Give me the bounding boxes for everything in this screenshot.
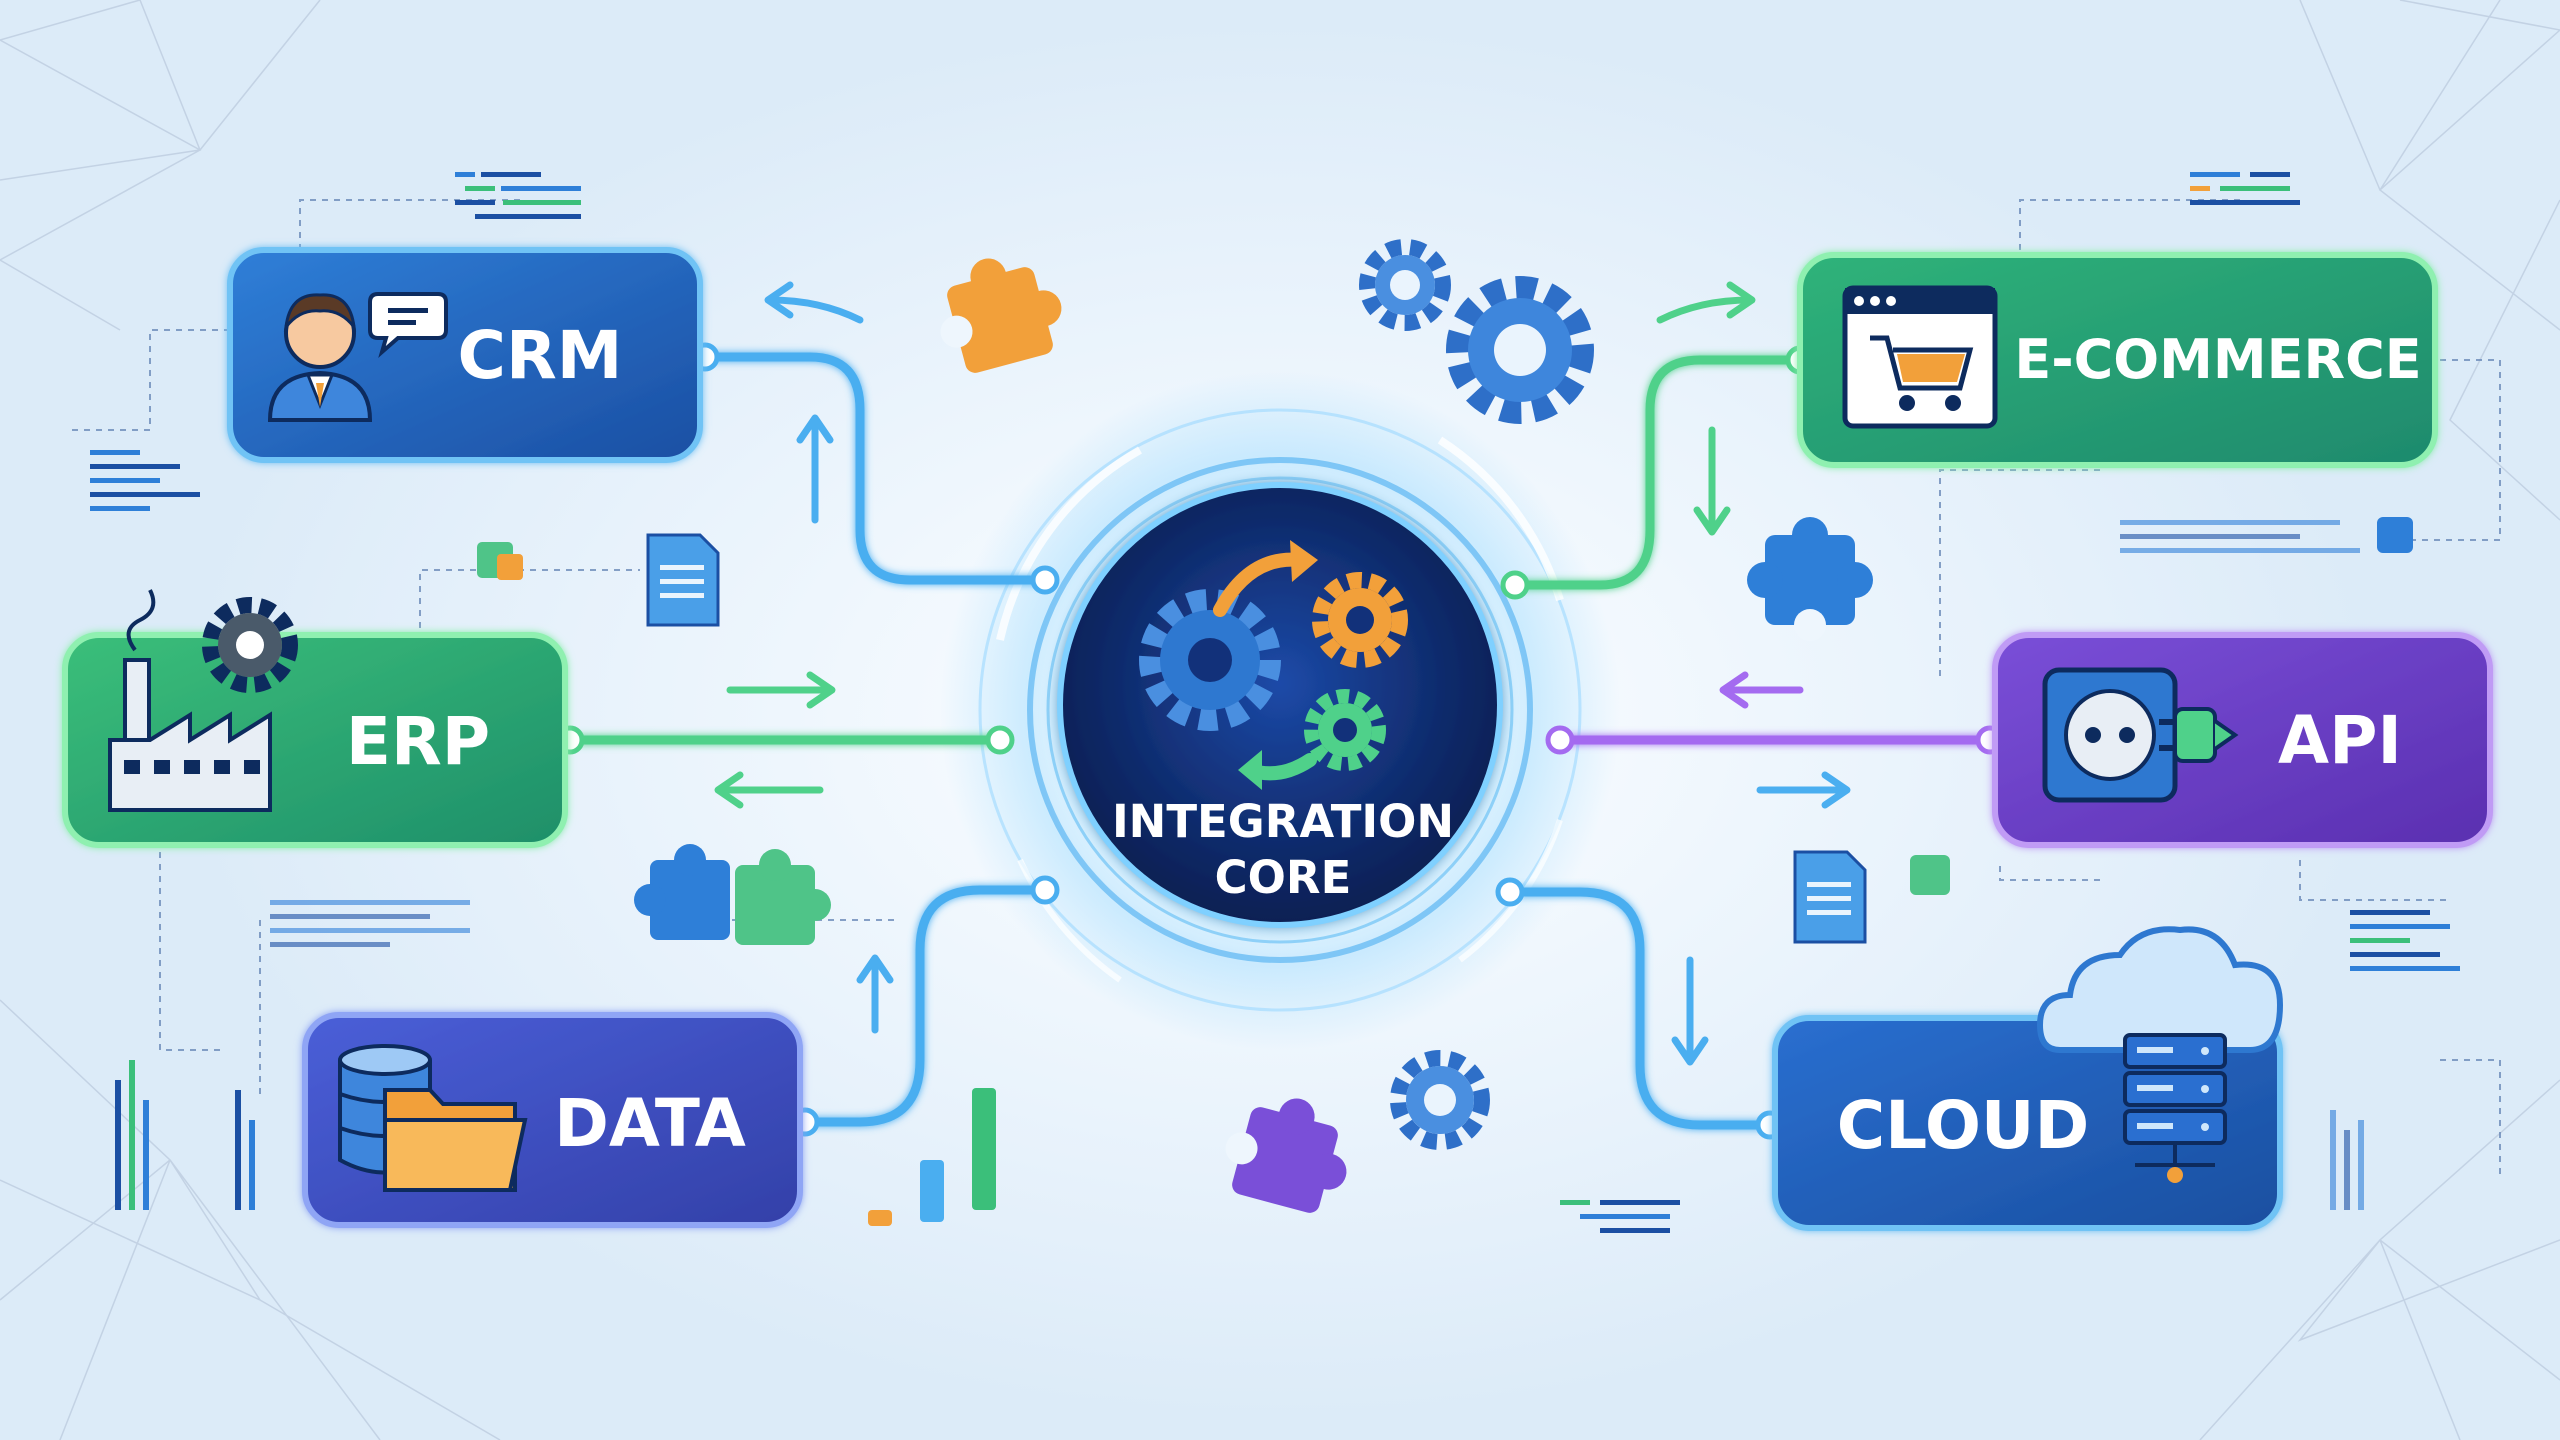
node-ecommerce-label: E-COMMERCE xyxy=(2014,328,2421,391)
puzzle-icon xyxy=(735,849,831,945)
gear-icon xyxy=(1390,1050,1490,1150)
integration-core[interactable]: INTEGRATION CORE xyxy=(1057,482,1503,928)
puzzle-icon xyxy=(1747,517,1873,641)
arrow-icon xyxy=(1656,281,1756,324)
folder-icon xyxy=(383,1088,528,1192)
link-data xyxy=(800,885,1050,1127)
link-ecommerce xyxy=(1510,355,1805,590)
core-title-line1: INTEGRATION xyxy=(1112,795,1454,848)
document-icon xyxy=(646,533,720,627)
puzzle-icon xyxy=(1225,1098,1347,1213)
arrow-icon xyxy=(1719,671,1804,709)
chat-bubble-icon xyxy=(368,292,448,358)
document-icon xyxy=(1793,850,1867,944)
link-crm xyxy=(700,352,1050,585)
arrow-icon xyxy=(1756,771,1851,809)
node-api[interactable]: API xyxy=(1992,632,2493,848)
factory-icon xyxy=(108,589,272,812)
node-erp-label: ERP xyxy=(346,703,490,780)
puzzle-icon xyxy=(634,844,730,940)
cloud-icon xyxy=(2036,926,2284,1053)
arrow-icon xyxy=(1671,956,1709,1066)
gear-icon xyxy=(202,597,298,693)
gear-icon xyxy=(1312,572,1408,668)
node-cloud[interactable]: CLOUD xyxy=(1772,926,2284,1231)
node-ecommerce[interactable]: E-COMMERCE xyxy=(1797,252,2438,468)
browser-cart-icon xyxy=(1842,285,1998,429)
core-title-line2: CORE xyxy=(1215,851,1352,904)
puzzle-icon xyxy=(940,258,1062,373)
arrow-icon xyxy=(714,771,824,809)
plug-icon xyxy=(2159,707,2239,763)
cube-icon xyxy=(477,542,523,580)
connector-links xyxy=(565,352,1995,1130)
cube-icon xyxy=(1910,855,1950,895)
link-cloud xyxy=(1505,887,1775,1130)
arrow-icon xyxy=(796,414,834,524)
gear-icon xyxy=(1446,276,1594,424)
node-erp[interactable]: ERP xyxy=(62,589,568,848)
gear-icon xyxy=(1304,689,1386,771)
bar-chart-decoration xyxy=(868,1088,996,1226)
code-lines xyxy=(90,172,2460,1233)
power-socket-icon xyxy=(2042,667,2178,803)
person-icon xyxy=(267,293,373,422)
flow-arrows xyxy=(714,281,1851,1066)
arrow-icon xyxy=(1693,426,1731,536)
node-crm-label: CRM xyxy=(458,317,623,394)
gear-icon xyxy=(1139,589,1281,731)
server-icon xyxy=(2123,1033,2227,1183)
cube-icon xyxy=(2377,517,2413,553)
arrow-icon xyxy=(764,281,864,324)
node-cloud-label: CLOUD xyxy=(1837,1087,2090,1164)
gear-icon xyxy=(1359,239,1451,331)
cycle-arrow-icon xyxy=(1213,552,1307,617)
node-data[interactable]: DATA xyxy=(302,1012,803,1228)
node-api-label: API xyxy=(2278,702,2402,779)
node-crm[interactable]: CRM xyxy=(227,247,703,463)
arrow-icon xyxy=(726,671,836,709)
arrow-icon xyxy=(856,954,894,1034)
node-data-label: DATA xyxy=(554,1085,746,1162)
